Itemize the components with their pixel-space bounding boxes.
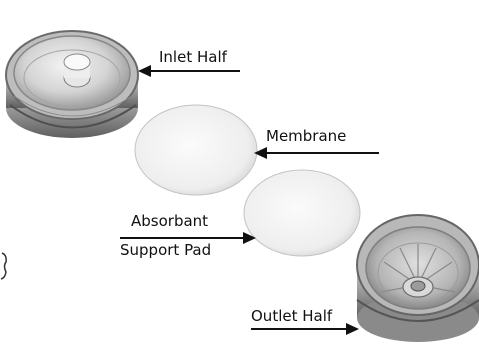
outlet-half-image — [357, 215, 479, 342]
inlet-half-image — [6, 31, 138, 138]
inlet-arrow — [138, 65, 240, 77]
support-pad-image — [244, 170, 360, 256]
absorbant-label-line1: Absorbant — [131, 213, 208, 230]
outlet-half-label: Outlet Half — [251, 308, 332, 325]
membrane-image — [135, 105, 257, 195]
inlet-half-label: Inlet Half — [159, 49, 227, 66]
membrane-arrow — [254, 147, 379, 159]
absorbant-label-line2: Support Pad — [120, 242, 211, 259]
membrane-label: Membrane — [266, 128, 346, 145]
